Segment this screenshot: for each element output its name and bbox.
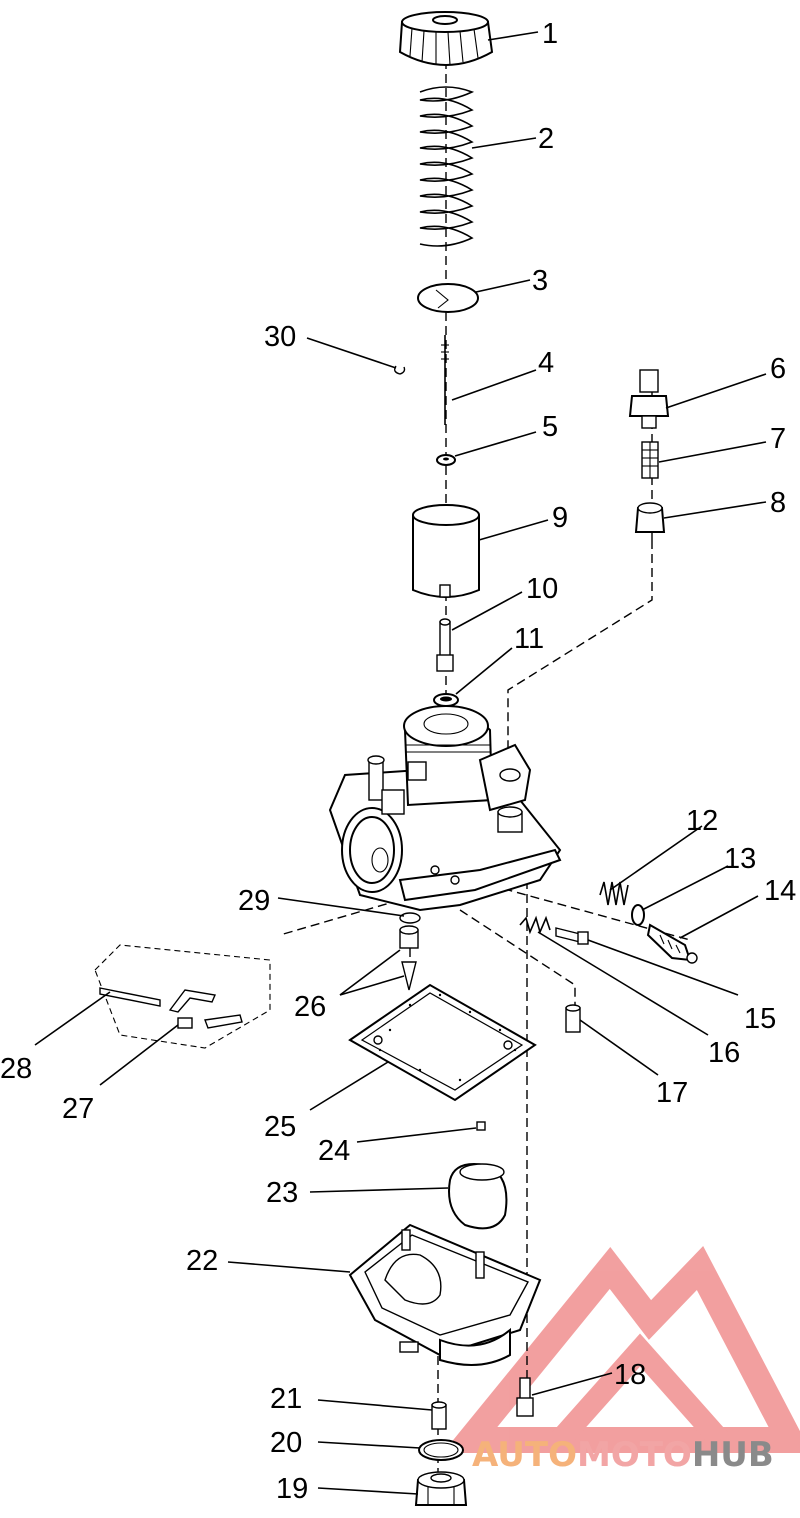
part-plug-o-ring — [418, 1439, 464, 1461]
part-float-pin — [476, 1121, 486, 1131]
callout-3: 3 — [532, 265, 548, 297]
callout-5: 5 — [542, 411, 558, 443]
part-nipple — [634, 502, 666, 533]
part-filter-screen — [641, 441, 659, 479]
part-washer — [436, 454, 456, 466]
watermark-hub: HUB — [692, 1435, 774, 1475]
callout-15: 15 — [744, 1003, 776, 1035]
callout-19: 19 — [276, 1473, 308, 1505]
part-spring — [419, 86, 475, 247]
callout-25: 25 — [264, 1111, 296, 1143]
callout-11: 11 — [514, 623, 544, 655]
callout-30: 30 — [264, 321, 296, 353]
callout-leaders — [34, 31, 767, 1495]
callout-12: 12 — [686, 805, 718, 837]
callout-22: 22 — [186, 1245, 218, 1277]
part-main-jet — [431, 1401, 447, 1430]
watermark-text: AUTOMOTOHUB — [472, 1435, 774, 1475]
svg-text:AUTOMOTOHUB: AUTOMOTOHUB — [472, 1435, 774, 1475]
callout-7: 7 — [770, 423, 786, 455]
part-needle-valve-seat — [399, 912, 421, 991]
part-float-bowl-gasket — [348, 983, 537, 1102]
callout-17: 17 — [656, 1077, 688, 1109]
callout-4: 4 — [538, 347, 554, 379]
callout-13: 13 — [724, 843, 756, 875]
part-carburetor-body — [328, 705, 562, 912]
callout-9: 9 — [552, 502, 568, 534]
part-float-bowl — [348, 1223, 542, 1366]
part-float — [448, 1163, 508, 1230]
callout-6: 6 — [770, 353, 786, 385]
callout-24: 24 — [318, 1135, 350, 1167]
part-throttle-slide — [412, 504, 480, 598]
part-drain-plug — [414, 1471, 468, 1506]
callout-28: 28 — [0, 1053, 32, 1085]
callout-labels: 1 2 3 4 5 6 7 8 9 10 11 12 13 14 15 16 1… — [0, 18, 796, 1505]
part-throttle-stop-screw — [646, 923, 698, 964]
part-washer-13 — [631, 904, 645, 926]
callout-18: 18 — [614, 1359, 646, 1391]
part-o-ring — [433, 693, 459, 707]
callout-1: 1 — [542, 18, 558, 50]
part-float-arm — [94, 944, 271, 1049]
watermark-logo-triangle — [442, 1245, 800, 1453]
callout-27: 27 — [62, 1093, 94, 1125]
part-drain-screw — [516, 1377, 534, 1417]
part-pilot-spring — [519, 915, 551, 935]
callout-23: 23 — [266, 1177, 298, 1209]
callout-20: 20 — [270, 1427, 302, 1459]
part-jet-needle — [441, 335, 449, 425]
callout-14: 14 — [764, 875, 796, 907]
watermark-auto: AUTO — [472, 1435, 577, 1475]
callout-21: 21 — [270, 1383, 302, 1415]
part-throttle-spring — [599, 881, 629, 906]
callout-29: 29 — [238, 885, 270, 917]
watermark-moto: MOTO — [577, 1435, 692, 1475]
callout-2: 2 — [538, 123, 554, 155]
callout-8: 8 — [770, 487, 786, 519]
part-retainer-plate — [417, 283, 479, 313]
callout-26: 26 — [294, 991, 326, 1023]
part-pilot-jet — [565, 1004, 581, 1033]
part-fitting — [628, 369, 670, 429]
part-needle-jet — [436, 618, 454, 672]
callout-16: 16 — [708, 1037, 740, 1069]
part-pilot-screw — [555, 927, 589, 945]
part-cap — [398, 11, 494, 66]
callout-10: 10 — [526, 573, 558, 605]
part-e-clip — [393, 365, 406, 375]
